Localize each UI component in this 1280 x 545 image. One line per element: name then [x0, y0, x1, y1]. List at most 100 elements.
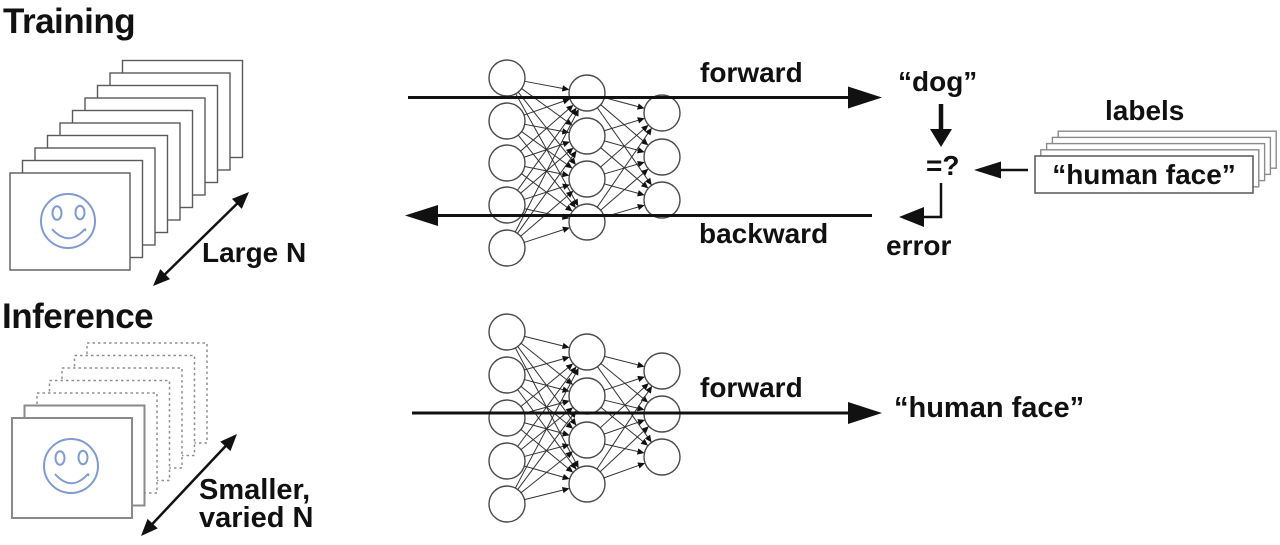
neuron-node — [488, 229, 526, 267]
neuron-node — [488, 102, 526, 140]
inference-dataset-size-label: Smaller, varied N — [199, 476, 314, 534]
smiley-face-icon — [43, 438, 99, 494]
neuron-node — [568, 377, 606, 415]
connection-line — [524, 465, 566, 479]
neuron-node — [568, 74, 606, 112]
connection-line — [604, 443, 640, 453]
training-dataset-size-label: Large N — [202, 237, 307, 268]
connection-arrowhead — [572, 460, 579, 469]
connection-arrowhead — [564, 161, 573, 169]
connection-line — [517, 370, 574, 447]
labels-to-compare-arrow — [974, 161, 1028, 179]
neuron-node — [488, 356, 526, 394]
connection-arrowhead — [561, 342, 570, 350]
connection-arrowhead — [562, 430, 570, 437]
connection-arrowhead — [572, 108, 579, 117]
connection-line — [523, 228, 566, 243]
connection-arrowhead — [561, 85, 570, 92]
neuron-node — [488, 485, 526, 523]
connection-line — [517, 346, 574, 422]
connection-line — [524, 445, 565, 457]
connection-arrowhead — [565, 147, 574, 155]
connection-line — [520, 385, 570, 426]
connection-line — [596, 131, 650, 208]
labels-stack-title: labels — [1105, 95, 1185, 126]
connection-arrowhead — [572, 198, 579, 207]
connection-line — [517, 91, 574, 162]
connection-line — [517, 111, 575, 191]
connection-arrowhead — [637, 103, 645, 110]
training-prediction: “dog” — [898, 66, 978, 97]
neural-network-training — [488, 59, 681, 267]
connection-line — [604, 355, 640, 366]
connection-line — [517, 134, 574, 205]
label-card-front — [1034, 155, 1254, 194]
connection-arrowhead — [568, 200, 576, 208]
connection-arrowhead — [636, 361, 645, 368]
labels-card-stack — [1034, 130, 1277, 194]
connection-arrowhead — [640, 181, 649, 189]
connection-arrowhead — [561, 170, 570, 178]
connection-line — [514, 113, 577, 233]
connection-line — [517, 414, 574, 490]
inference-dataset-size-line2: varied N — [199, 502, 314, 534]
connection-arrowhead — [562, 98, 571, 105]
neuron-node — [568, 203, 606, 241]
connection-line — [523, 185, 566, 200]
connection-line — [521, 131, 569, 166]
connection-arrowhead — [565, 421, 574, 429]
connection-line — [521, 88, 569, 123]
connection-arrowhead — [562, 183, 570, 190]
connection-arrowhead — [645, 385, 653, 394]
neuron-node — [568, 465, 606, 503]
connection-arrowhead — [565, 190, 574, 198]
connection-arrowhead — [562, 226, 570, 233]
connection-arrowhead — [562, 443, 570, 450]
connection-arrowhead — [562, 399, 570, 406]
connection-arrowhead — [637, 147, 645, 154]
connection-line — [599, 429, 646, 473]
connection-line — [520, 410, 570, 451]
connection-arrowhead — [636, 405, 645, 412]
connection-line — [520, 342, 570, 383]
connection-line — [524, 357, 566, 371]
neuron-node — [643, 352, 681, 390]
inference-image-card — [11, 417, 133, 519]
error-label: error — [886, 230, 952, 261]
neuron-node — [643, 138, 681, 176]
connection-arrowhead — [566, 104, 574, 112]
neuron-node — [568, 333, 606, 371]
connection-arrowhead — [640, 138, 649, 146]
connection-line — [524, 166, 565, 175]
connection-arrowhead — [565, 451, 573, 459]
connection-arrowhead — [637, 160, 645, 168]
connection-line — [597, 366, 650, 439]
training-image-stack — [9, 59, 244, 271]
connection-arrowhead — [564, 204, 573, 212]
connection-arrowhead — [562, 474, 570, 481]
backward-arrow — [405, 205, 872, 226]
connection-arrowhead — [637, 419, 645, 426]
neuron-node — [568, 160, 606, 198]
connection-line — [600, 127, 646, 168]
connection-line — [603, 377, 641, 391]
connection-line — [520, 150, 570, 194]
forward-arrow-inference — [412, 402, 882, 424]
connection-line — [524, 489, 565, 501]
connection-line — [523, 100, 566, 116]
connection-arrowhead — [565, 363, 574, 371]
connection-arrowhead — [565, 407, 574, 415]
connection-line — [523, 142, 566, 158]
neuron-node — [488, 59, 526, 97]
connection-arrowhead — [568, 157, 576, 165]
neuron-node — [488, 399, 526, 437]
connection-line — [604, 183, 640, 195]
connection-line — [604, 399, 640, 410]
forward-label-inference: forward — [700, 372, 803, 403]
connection-line — [524, 401, 565, 414]
connection-line — [604, 119, 641, 132]
connection-line — [603, 421, 641, 435]
connection-line — [600, 104, 645, 143]
